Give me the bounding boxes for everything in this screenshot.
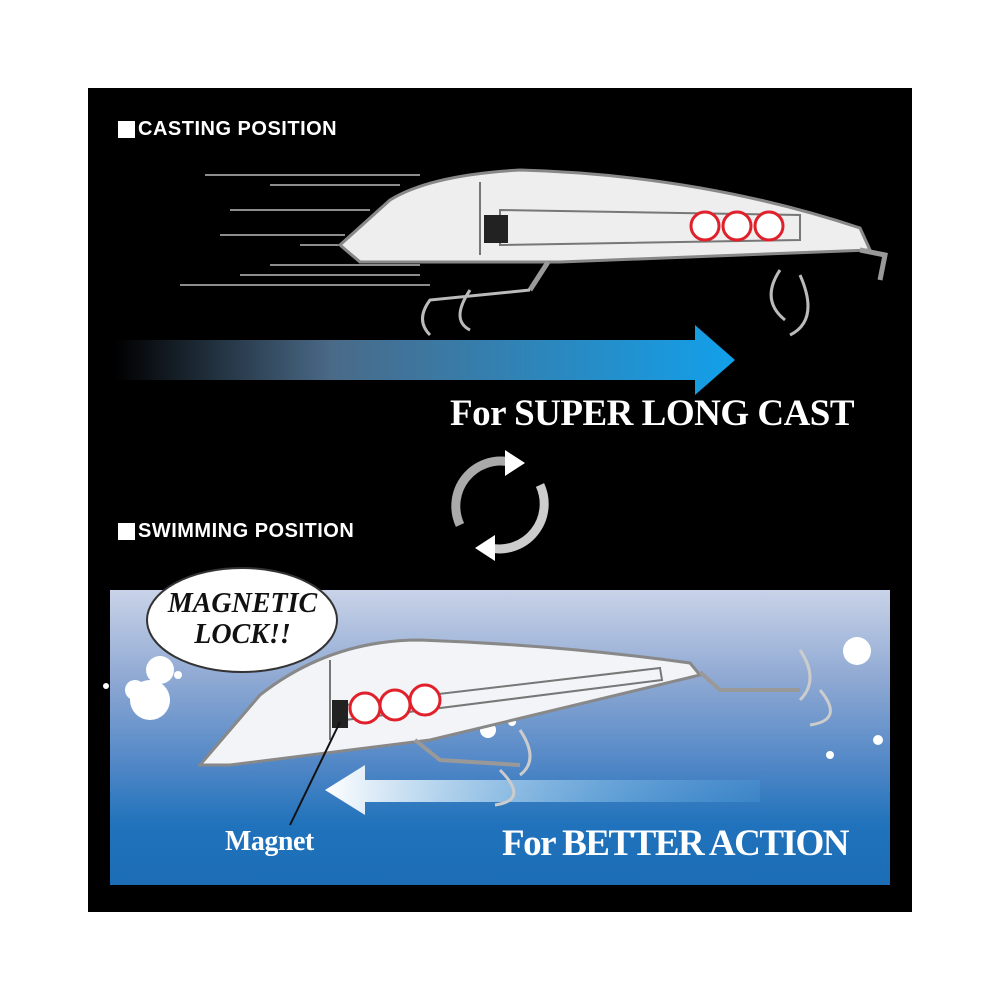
callout-bubble	[146, 567, 338, 673]
lure-swimming	[196, 638, 832, 807]
casting-heading-text: CASTING POSITION	[138, 118, 338, 140]
magnet-pointer	[289, 721, 341, 826]
lure-casting	[337, 168, 888, 337]
callout-line-2: LOCK!!	[194, 619, 291, 650]
speed-lines	[180, 174, 430, 286]
square-bullet-icon	[118, 121, 135, 138]
swimming-caption: For BETTER ACTION	[502, 823, 849, 864]
casting-caption: For SUPER LONG CAST	[450, 393, 855, 434]
rotate-cycle-icon	[451, 450, 549, 561]
swimming-heading: SWIMMING POSITION	[118, 520, 354, 543]
backward-arrow	[325, 765, 760, 815]
magnetic-lock-callout: MAGNETIC LOCK!!	[150, 588, 335, 650]
callout-line-1: MAGNETIC	[167, 588, 318, 619]
bubbles	[103, 637, 883, 759]
casting-heading: CASTING POSITION	[118, 118, 337, 141]
swimming-heading-text: SWIMMING POSITION	[138, 520, 355, 542]
magnet-label: Magnet	[225, 826, 314, 857]
square-bullet-icon	[118, 523, 135, 540]
forward-arrow	[115, 325, 735, 395]
